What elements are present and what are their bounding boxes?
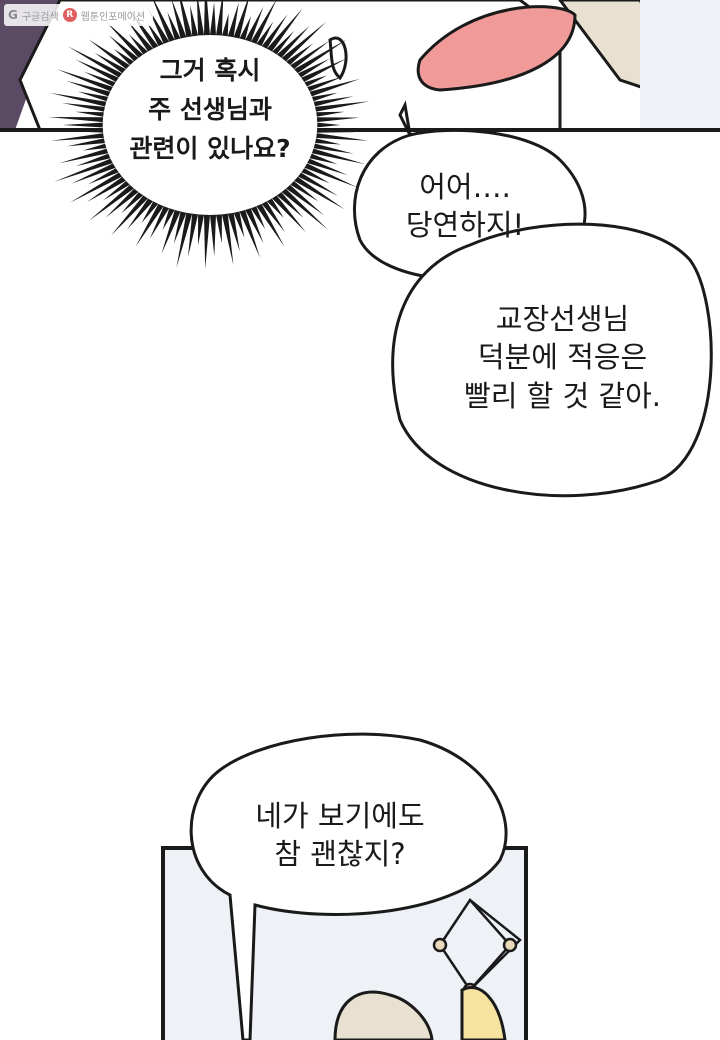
bottom-bubble-text: 네가 보기에도 참 괜찮지?: [190, 797, 490, 874]
bottom-line-2: 참 괜찮지?: [274, 837, 406, 872]
reply-2-line-2: 덕분에 적응은: [477, 340, 648, 375]
watermark-left-text: 구글검색: [21, 11, 59, 23]
shout-bubble-text: 그거 혹시 주 선생님과 관련이 있나요?: [95, 52, 325, 168]
reply-1-line-2: 당연하지!: [405, 208, 525, 243]
google-g-icon: G: [8, 8, 18, 22]
reply-bubble-1-text: 어어…. 당연하지!: [365, 168, 565, 245]
r-badge-icon: R: [62, 8, 77, 22]
shout-line-1: 그거 혹시: [159, 56, 261, 85]
reply-2-line-3: 빨리 할 것 같아.: [464, 378, 661, 413]
bottom-bubble: [189, 732, 508, 1040]
shout-line-3: 관련이 있나요?: [129, 133, 291, 163]
shout-burst-bubble: [48, 0, 370, 269]
mouth-shape: [416, 5, 577, 92]
bottom-line-1: 네가 보기에도: [255, 799, 425, 833]
shout-burst-fill: [102, 35, 318, 215]
character-head: [333, 990, 434, 1040]
reply-2-line-1: 교장선생님: [495, 302, 630, 336]
watermark-right-text: 웹툰인포메이션: [80, 11, 146, 23]
reply-1-line-1: 어어….: [419, 170, 511, 204]
reply-bubble-2-text: 교장선생님 덕분에 적응은 빨리 할 것 같아.: [410, 300, 715, 415]
shout-line-2: 주 선생님과: [148, 94, 272, 124]
watermark: G 구글검색 R 웹툰인포메이션: [4, 4, 154, 26]
reply-bubble-2: [391, 222, 713, 498]
background-wall: [640, 0, 720, 130]
